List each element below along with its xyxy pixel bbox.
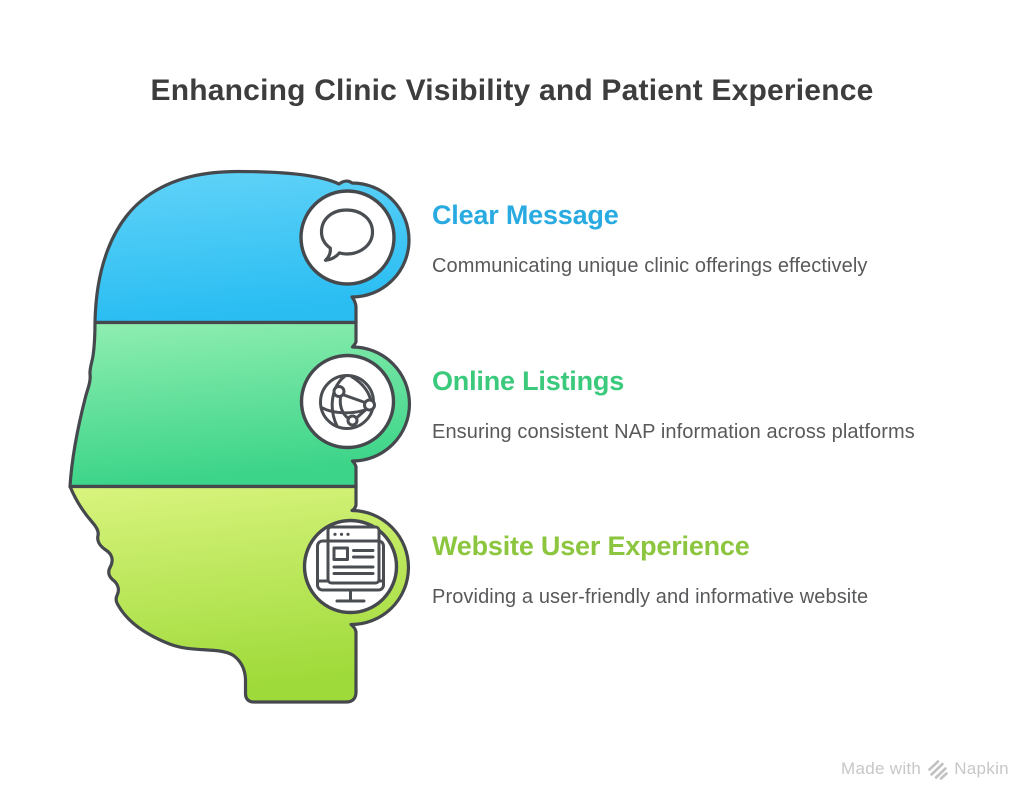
speech-bubble-icon — [319, 208, 375, 262]
item-heading: Online Listings — [432, 366, 625, 396]
list-item-website-ux: Website User Experience Providing a user… — [432, 530, 992, 609]
globe-network-icon — [319, 374, 376, 430]
item-description: Ensuring consistent NAP information acro… — [432, 421, 915, 443]
list-item-clear-message: Clear Message Communicating unique clini… — [432, 199, 992, 278]
item-heading: Clear Message — [432, 200, 619, 230]
list-item-online-listings: Online Listings Ensuring consistent NAP … — [432, 365, 992, 444]
watermark-brand: Napkin — [954, 759, 1009, 778]
speech-icon-circle — [299, 189, 396, 286]
page-title: Enhancing Clinic Visibility and Patient … — [150, 74, 874, 107]
watermark-prefix: Made with — [841, 759, 922, 778]
website-monitor-icon — [316, 525, 385, 603]
item-description: Providing a user-friendly and informativ… — [432, 586, 869, 608]
item-heading: Website User Experience — [432, 531, 750, 561]
item-description: Communicating unique clinic offerings ef… — [432, 255, 868, 277]
napkin-logo-icon — [928, 760, 948, 780]
made-with-napkin-watermark: Made with Napkin — [841, 758, 1009, 780]
globe-icon-circle — [299, 353, 396, 450]
